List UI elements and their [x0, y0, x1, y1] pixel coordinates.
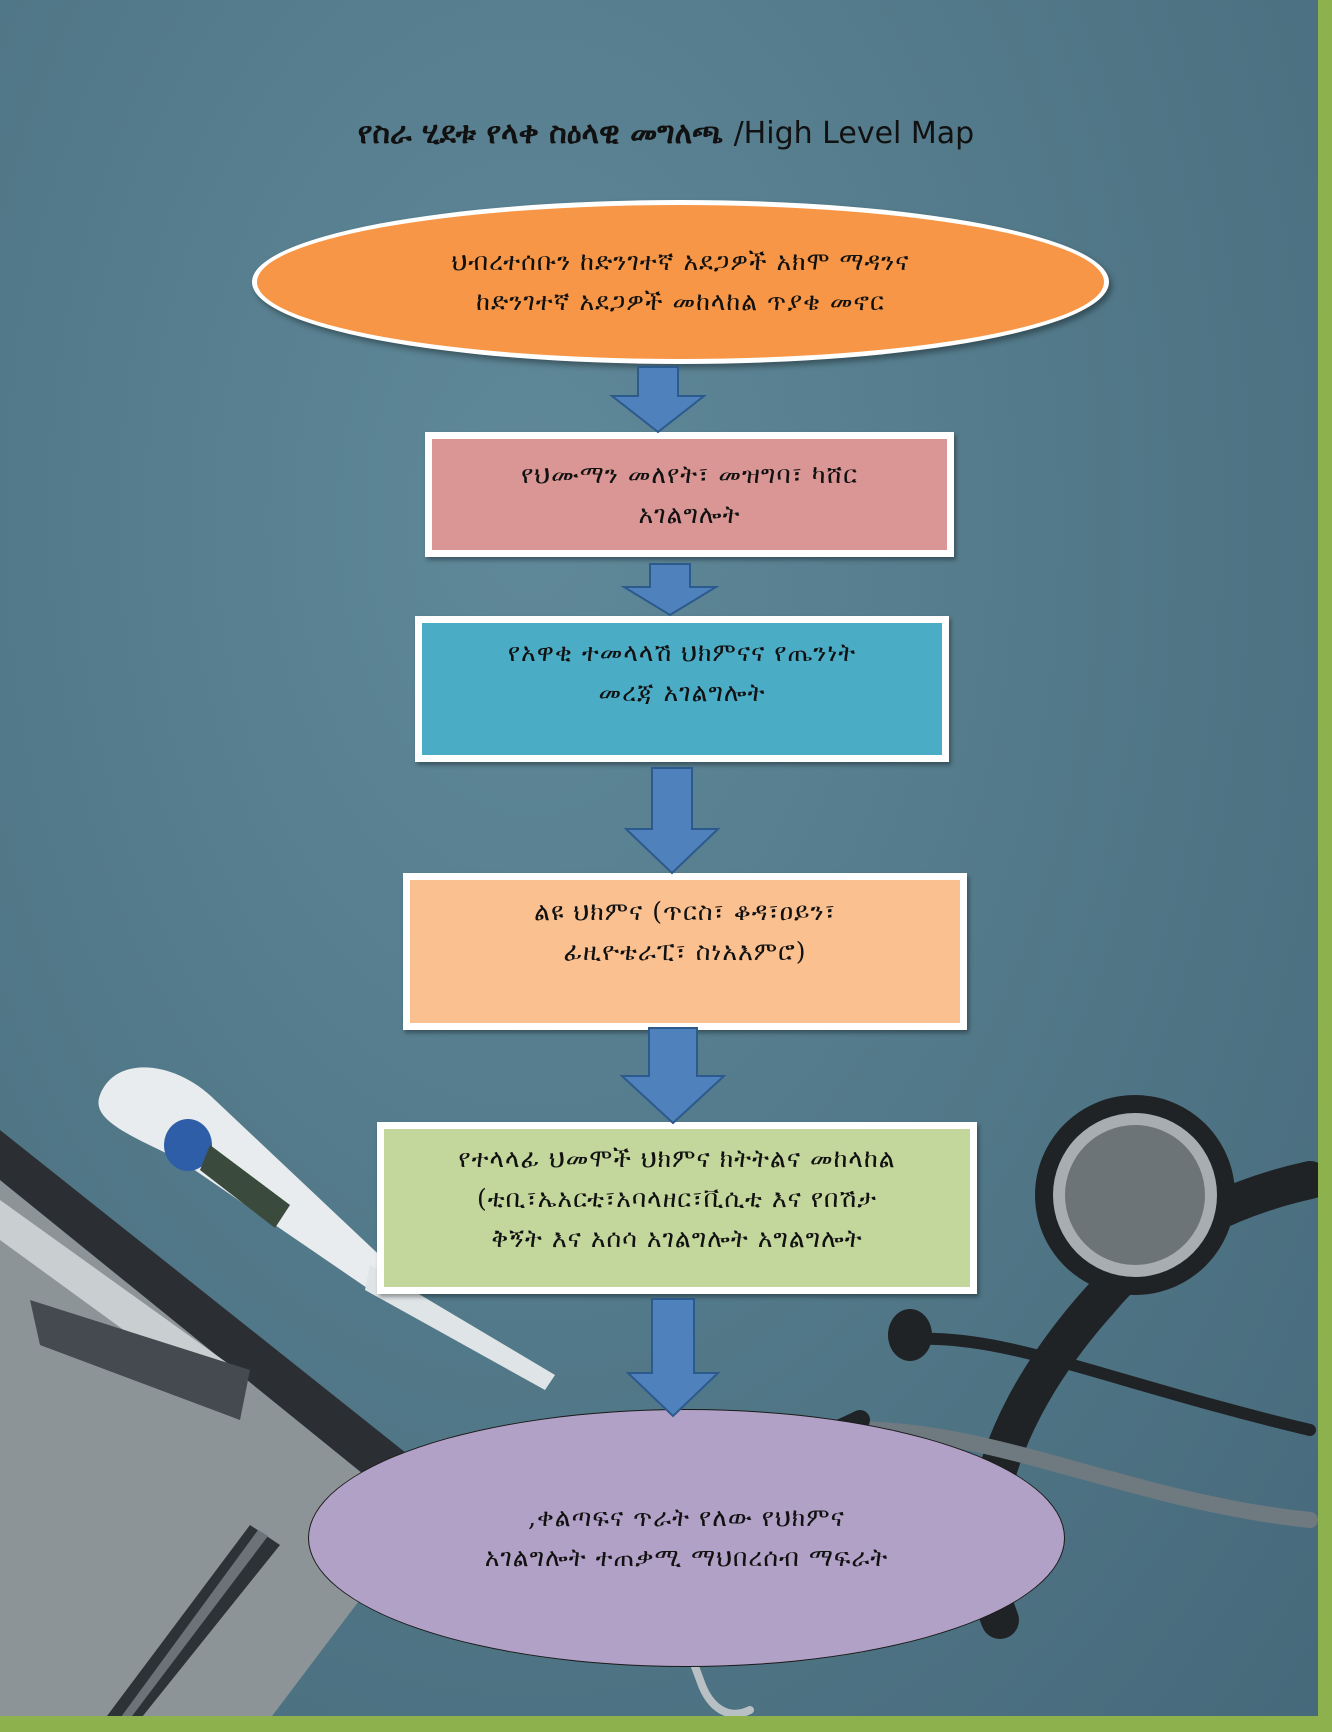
step-4-line-1: ልዩ ህክምና (ጥርስ፣ ቆዳ፣ዐይን፣	[534, 892, 836, 932]
process-box-outpatient: የአዋቂ ተመላላሽ ህክምናና የጤንነት መረጃ አገልግሎት	[415, 616, 949, 762]
green-frame-right	[1318, 0, 1332, 1732]
arrow-down-5-icon	[626, 1298, 720, 1418]
arrow-down-2-icon	[620, 563, 720, 617]
green-frame-bottom	[0, 1716, 1332, 1732]
step-6-line-2: አገልግሎት ተጠቃሚ ማህበረሰብ ማፍራት	[485, 1538, 889, 1578]
step-2-line-2: አገልግሎት	[639, 495, 741, 535]
step-3-line-2: መረጃ አገልግሎት	[599, 673, 766, 713]
arrow-4-shape	[622, 1028, 724, 1123]
title-amharic: የስራ ሂደቱ የላቀ ስዕላዊ መግለጫ	[358, 116, 723, 151]
arrow-5-shape	[628, 1299, 718, 1416]
process-box-specialty-care: ልዩ ህክምና (ጥርስ፣ ቆዳ፣ዐይን፣ ፊዚዮቴራፒ፣ ስነአእምሮ)	[403, 873, 967, 1030]
step-5-line-3: ቅኝት እና አሰሳ አገልግሎት አግልግሎት	[491, 1219, 862, 1259]
step-2-line-1: የህሙማን መለየት፣ መዝግባ፣ ካሸር	[521, 455, 858, 495]
step-6-line-1: ,ቀልጣፍና ጥራት የለው የህክምና	[528, 1498, 845, 1538]
arrow-down-4-icon	[620, 1027, 726, 1125]
step-3-line-1: የአዋቂ ተመላላሽ ህክምናና የጤንነት	[508, 633, 856, 673]
step-1-line-2: ከድንገተኛ አደጋዎች መከላከል ጥያቄ መኖር	[476, 282, 885, 322]
end-ellipse: ,ቀልጣፍና ጥራት የለው የህክምና አገልግሎት ተጠቃሚ ማህበረሰብ …	[308, 1409, 1065, 1667]
arrow-down-3-icon	[624, 767, 720, 875]
arrow-1-shape	[612, 367, 704, 432]
arrow-2-shape	[624, 564, 716, 615]
process-box-registration: የህሙማን መለየት፣ መዝግባ፣ ካሸር አገልግሎት	[425, 432, 954, 557]
step-1-line-1: ህብረተሰቡን ከድንገተኛ አደጋዎች አክሞ ማዳንና	[451, 242, 909, 282]
arrow-3-shape	[626, 768, 718, 873]
arrow-down-1-icon	[608, 366, 708, 434]
step-4-line-2: ፊዚዮቴራፒ፣ ስነአእምሮ)	[563, 932, 806, 972]
clipboard-image	[0, 1130, 440, 1732]
diagram-title: የስራ ሂደቱ የላቀ ስዕላዊ መግለጫ /High Level Map	[0, 116, 1332, 151]
title-english: /High Level Map	[734, 116, 975, 151]
step-5-line-2: (ቲቢ፣ኤአርቲ፣አባላዘር፣ቪሲቲ እና የበሽታ	[477, 1179, 877, 1219]
step-5-line-1: የተላላፊ ህመሞች ህክምና ክትትልና መከላከል	[458, 1139, 895, 1179]
start-ellipse: ህብረተሰቡን ከድንገተኛ አደጋዎች አክሞ ማዳንና ከድንገተኛ አደጋ…	[252, 200, 1109, 364]
process-box-communicable-disease: የተላላፊ ህመሞች ህክምና ክትትልና መከላከል (ቲቢ፣ኤአርቲ፣አባላ…	[377, 1122, 977, 1294]
